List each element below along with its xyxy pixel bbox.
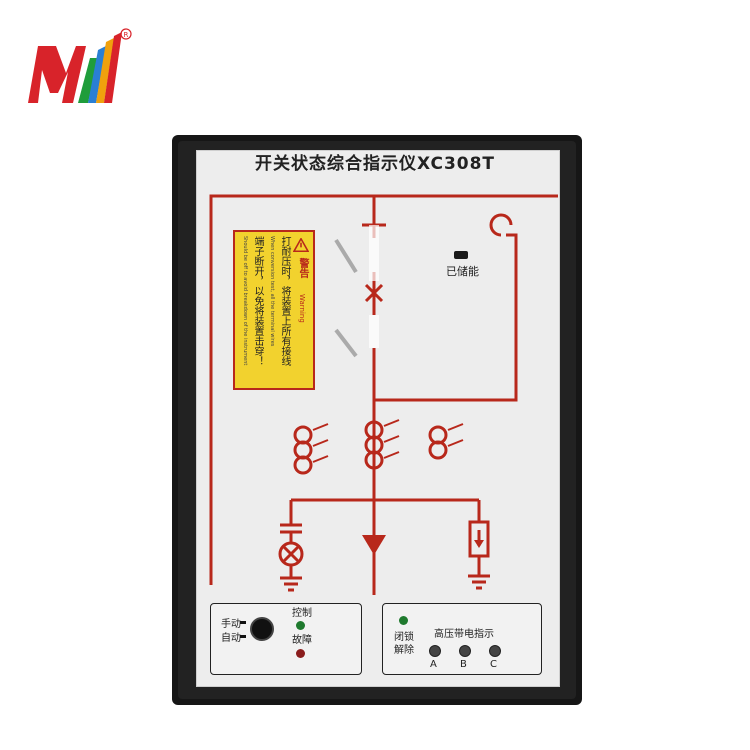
- warning-triangle-icon: [293, 238, 309, 252]
- hv-indicator-box: [382, 603, 542, 675]
- warning-line-1: 打耐压时，将装置上所有接线: [279, 236, 290, 366]
- warning-label: 警告 Warning 打耐压时，将装置上所有接线 When conversion…: [233, 230, 315, 390]
- fault-label: 故障: [292, 635, 312, 646]
- lock-label: 闭锁: [394, 632, 414, 643]
- manual-marker: [240, 621, 246, 624]
- control-box: [210, 603, 362, 675]
- warning-heading-en: Warning: [298, 294, 306, 323]
- phase-b-led: [459, 645, 471, 657]
- auto-label: 自动: [221, 633, 241, 644]
- stored-energy-led: [454, 251, 468, 259]
- device-title: 开关状态综合指示仪XC308T: [254, 154, 496, 174]
- warning-en-line-2: Should be off to avoid breakdown of the …: [242, 236, 248, 366]
- hv-indicator-label: 高压带电指示: [434, 629, 494, 640]
- lock-led: [399, 616, 408, 625]
- brand-logo: R: [28, 28, 132, 103]
- mode-selector-knob[interactable]: [250, 617, 274, 641]
- warning-en-line-1: When conversion test, all the terminal w…: [269, 236, 275, 347]
- stored-energy-label: 已储能: [446, 265, 479, 278]
- single-line-diagram: [209, 194, 558, 595]
- warning-line-2: 端子断开，以免将装置击穿！: [252, 236, 263, 366]
- fault-led: [296, 649, 305, 658]
- warning-heading: 警告: [297, 258, 308, 278]
- control-led: [296, 621, 305, 630]
- phase-a-label: A: [430, 659, 437, 670]
- unlock-label: 解除: [394, 645, 414, 656]
- phase-c-led: [489, 645, 501, 657]
- auto-marker: [240, 635, 246, 638]
- phase-a-led: [429, 645, 441, 657]
- phase-c-label: C: [490, 659, 497, 670]
- phase-b-label: B: [460, 659, 467, 670]
- manual-label: 手动: [221, 619, 241, 630]
- control-label: 控制: [292, 608, 312, 619]
- svg-text:R: R: [124, 31, 129, 39]
